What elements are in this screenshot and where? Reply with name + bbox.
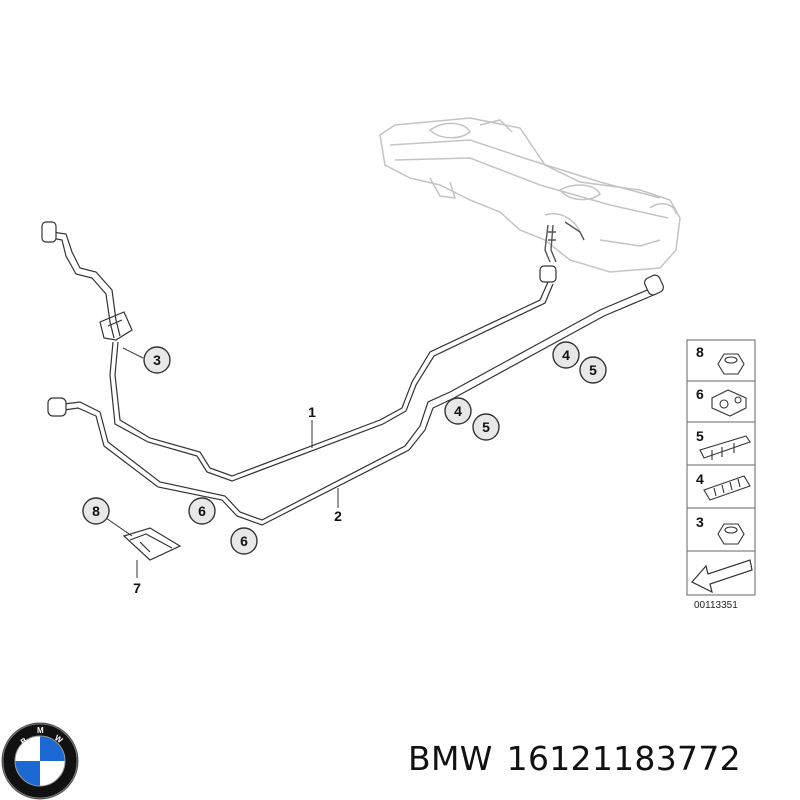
tank-fitting [544, 221, 585, 263]
callout-3: 3 [143, 346, 171, 374]
callout-6-lower-label: 6 [240, 533, 248, 549]
bracket-7 [122, 527, 182, 561]
legend-item-5: 5 [696, 428, 704, 444]
legend-panel: 8 6 5 4 3 [686, 339, 756, 596]
svg-text:W: W [53, 733, 65, 745]
bracket-upper-left [99, 311, 133, 341]
legend-item-8: 8 [696, 344, 704, 360]
callout-4-upper-label: 4 [562, 347, 570, 363]
callout-3-label: 3 [153, 352, 161, 368]
nut-icon [717, 353, 745, 375]
callout-2-label: 2 [334, 508, 342, 524]
svg-text:B: B [19, 736, 29, 747]
callout-5-lower: 5 [472, 413, 500, 441]
part-number: 16121183772 [506, 739, 741, 778]
callout-1-label: 1 [308, 404, 316, 420]
clip-5-icon [699, 435, 751, 460]
clip-4-icon [703, 475, 751, 501]
callout-4-lower: 4 [444, 397, 472, 425]
fuel-pipe-2 [63, 287, 657, 526]
nut-3-icon [717, 523, 745, 545]
clip-6-icon [711, 389, 747, 417]
connector-upper-left [41, 221, 57, 243]
leader-lines [105, 347, 339, 578]
callout-5-upper-label: 5 [589, 362, 597, 378]
callout-7: 7 [133, 580, 141, 596]
pipe-2-end-fitting [643, 274, 665, 296]
legend-item-6: 6 [696, 386, 704, 402]
callout-4-upper: 4 [552, 341, 580, 369]
callout-5-lower-label: 5 [482, 419, 490, 435]
legend-doc-number: 00113351 [694, 600, 738, 611]
callout-4-lower-label: 4 [454, 403, 462, 419]
callout-8: 8 [82, 497, 110, 525]
part-caption: BMW 16121183772 [408, 739, 741, 778]
hose-upper-left [51, 231, 121, 339]
pipe-1-end-fitting [539, 265, 557, 283]
bmw-logo: B M W [1, 722, 79, 800]
legend-item-4: 4 [696, 471, 704, 487]
svg-text:M: M [37, 726, 44, 735]
callout-6-upper-label: 6 [198, 503, 206, 519]
callout-8-label: 8 [92, 503, 100, 519]
callout-7-label: 7 [133, 580, 141, 596]
callout-5-upper: 5 [579, 356, 607, 384]
fuel-pipe-1 [109, 281, 554, 482]
callout-6-lower: 6 [230, 527, 258, 555]
brand-name: BMW [408, 739, 493, 778]
direction-arrow-icon [691, 559, 753, 594]
fuel-tank-outline [379, 117, 681, 273]
callout-1: 1 [308, 404, 316, 420]
callout-6-upper: 6 [188, 497, 216, 525]
connector-lower-left [47, 397, 67, 417]
legend-item-3: 3 [696, 514, 704, 530]
callout-2: 2 [334, 508, 342, 524]
